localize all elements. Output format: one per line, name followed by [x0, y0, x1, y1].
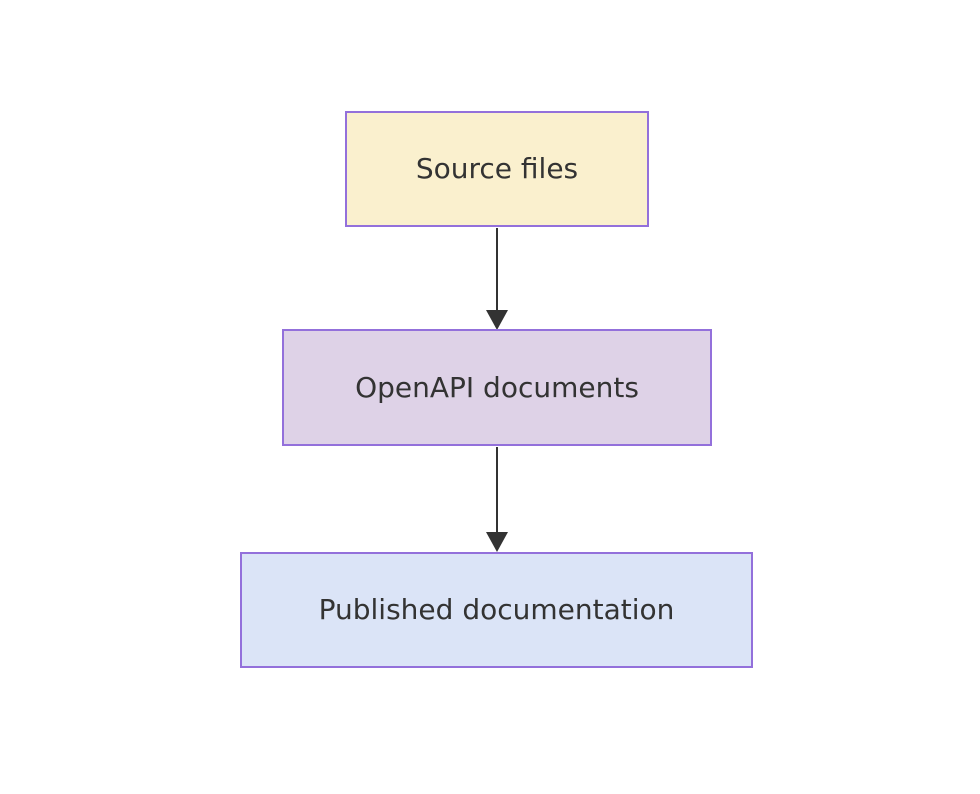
node-openapi-documents: OpenAPI documents [282, 329, 712, 446]
node-label: Source files [415, 152, 579, 186]
node-label: Published documentation [318, 593, 675, 627]
arrow-head-icon [486, 532, 508, 552]
node-label: OpenAPI documents [355, 370, 639, 404]
arrow-head-icon [486, 310, 508, 330]
arrow-openapi-to-published [486, 447, 508, 552]
arrow-source-to-openapi [486, 228, 508, 330]
node-published-documentation: Published documentation [240, 552, 753, 668]
node-source-files: Source files [345, 111, 649, 227]
